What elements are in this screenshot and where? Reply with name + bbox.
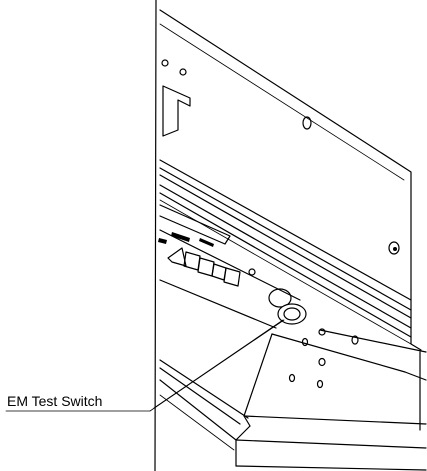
callout-leader xyxy=(5,319,285,412)
lower-housing xyxy=(159,229,427,471)
upper-rail xyxy=(159,159,422,351)
em-test-switch xyxy=(268,288,307,325)
label-plate xyxy=(158,204,256,287)
front-panel xyxy=(159,9,412,291)
wall-section-line xyxy=(154,0,157,471)
em-test-switch-label: EM Test Switch xyxy=(7,393,103,409)
